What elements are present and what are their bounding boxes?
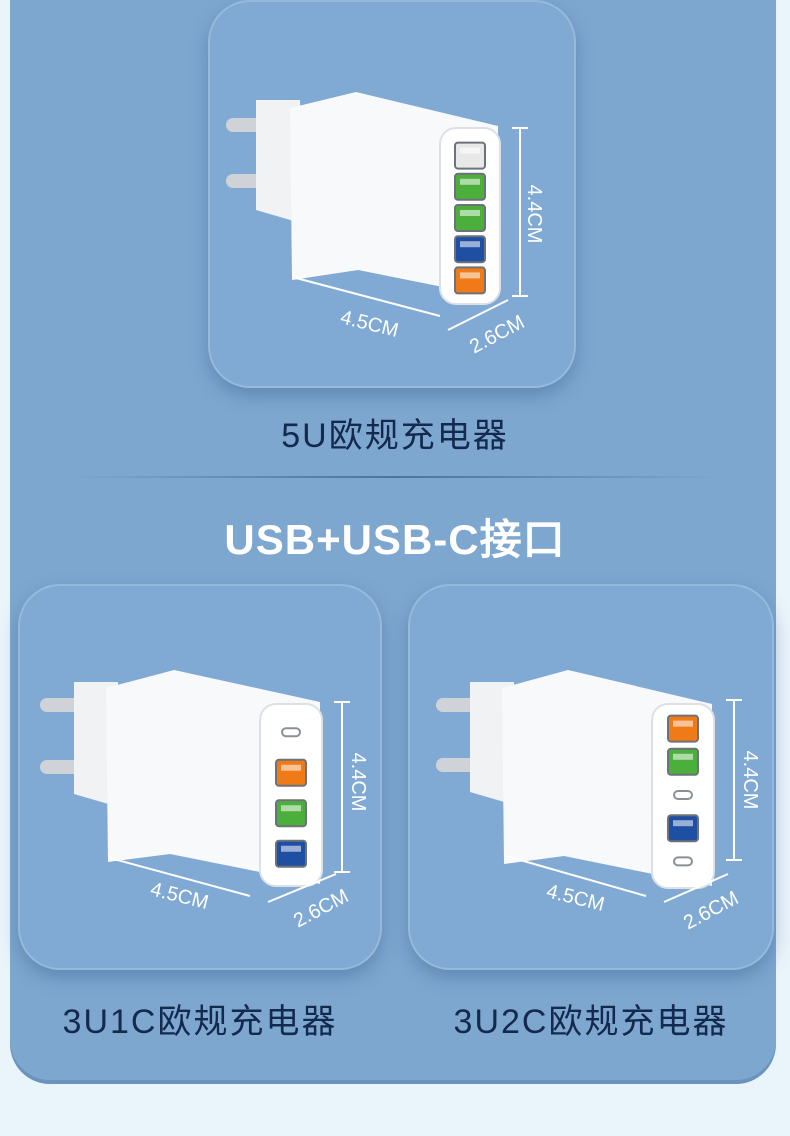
caption-5u: 5U欧规充电器 (281, 417, 509, 455)
depth-dimension-line (447, 299, 509, 331)
depth-dimension-label: 2.6CM (680, 887, 742, 934)
height-dimension-label: 4.4CM (347, 753, 369, 812)
usb-port-tongue (281, 764, 301, 771)
width-dimension-label: 4.5CM (544, 880, 606, 916)
usb-orange-port-icon (454, 266, 486, 295)
plug-prong-icon (40, 698, 80, 712)
usb-green-port-icon (667, 747, 699, 776)
depth-dimension-line (267, 873, 337, 903)
width-dimension-line (109, 857, 251, 897)
port-stack (667, 714, 699, 867)
depth-dimension-label: 2.6CM (290, 885, 352, 932)
usb-port-tongue (460, 147, 480, 154)
usb-port-tongue (460, 272, 480, 279)
usb-port-tongue (460, 241, 480, 248)
depth-dimension-label: 2.6CM (466, 311, 528, 358)
width-dimension-label: 4.5CM (338, 306, 400, 342)
usb-port-tongue (673, 820, 693, 827)
usb-c-port-icon (673, 790, 693, 800)
usb-white-port-icon (454, 141, 486, 170)
charger-5u-illustration: 4.4CM 4.5CM 2.6CM (226, 92, 545, 358)
depth-dimension-line (663, 873, 729, 903)
usb-green-port-icon (275, 799, 307, 828)
section-divider (70, 476, 720, 478)
plug-prong-icon (436, 758, 476, 772)
usb-c-port-icon (281, 727, 301, 738)
product-card-3u1c[interactable]: 4.4CM 4.5CM 2.6CM (18, 584, 382, 970)
usb-port-tongue (281, 805, 301, 812)
charger-3u2c-illustration: 4.4CM 4.5CM 2.6CM (436, 670, 761, 934)
usb-orange-port-icon (275, 758, 307, 787)
width-dimension-line (295, 277, 441, 317)
section-title: USB+USB-C接口 (224, 516, 566, 563)
height-dimension-label: 4.4CM (523, 185, 545, 244)
usb-green-port-icon (454, 172, 486, 201)
usb-green-port-icon (454, 204, 486, 232)
plug-prong-icon (436, 698, 476, 712)
usb-blue-port-icon (275, 839, 307, 868)
plug-prong-icon (40, 760, 80, 774)
caption-3u2c: 3U2C欧规充电器 (453, 1003, 729, 1041)
usb-port-tongue (673, 720, 693, 727)
usb-c-port-icon (673, 856, 693, 867)
usb-port-tongue (460, 178, 480, 185)
width-dimension-line (505, 855, 647, 897)
usb-blue-port-icon (454, 235, 486, 264)
usb-port-tongue (673, 753, 693, 760)
product-card-5u[interactable]: 4.4CM 4.5CM 2.6CM (208, 0, 576, 388)
product-card-3u2c[interactable]: 4.4CM 4.5CM 2.6CM (408, 584, 774, 970)
usb-port-tongue (460, 210, 480, 216)
port-stack (275, 727, 307, 868)
charger-3u1c-illustration: 4.4CM 4.5CM 2.6CM (40, 670, 369, 932)
usb-port-tongue (281, 845, 301, 852)
charger-face (259, 703, 323, 887)
port-stack (454, 141, 486, 295)
height-dimension-label: 4.4CM (739, 751, 761, 810)
usb-blue-port-icon (667, 814, 699, 843)
caption-3u1c: 3U1C欧规充电器 (62, 1003, 338, 1041)
usb-orange-port-icon (667, 714, 699, 743)
